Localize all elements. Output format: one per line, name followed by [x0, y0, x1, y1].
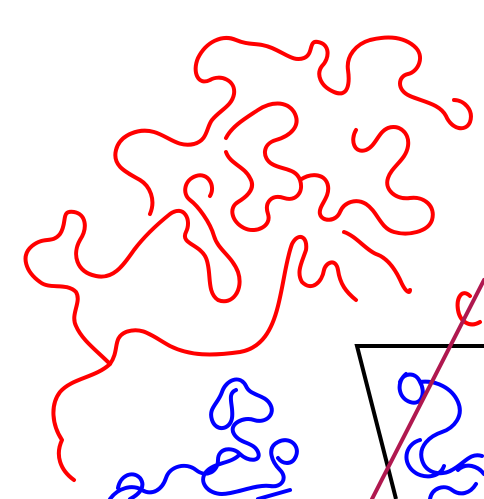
red-curve-tail: [342, 230, 412, 294]
red-curve-group: [23, 35, 482, 482]
red-curve-loop-mid: [113, 35, 473, 216]
blue-curve-right-cluster: [397, 372, 484, 499]
diagonal-line: [370, 278, 484, 499]
red-curve-loop-left: [23, 173, 242, 366]
red-curve-loop-right: [224, 101, 435, 236]
red-curve-stub: [455, 291, 482, 327]
blue-curve-tail-line: [256, 488, 292, 499]
blue-curve-lower-left: [116, 472, 145, 499]
blue-curve: [108, 377, 299, 499]
black-quadrilateral-group: [354, 344, 484, 499]
black-quadrilateral: [354, 344, 484, 499]
blue-curve-group: [108, 372, 484, 499]
red-curve: [51, 234, 358, 482]
diagonal-line-group: [370, 278, 484, 499]
